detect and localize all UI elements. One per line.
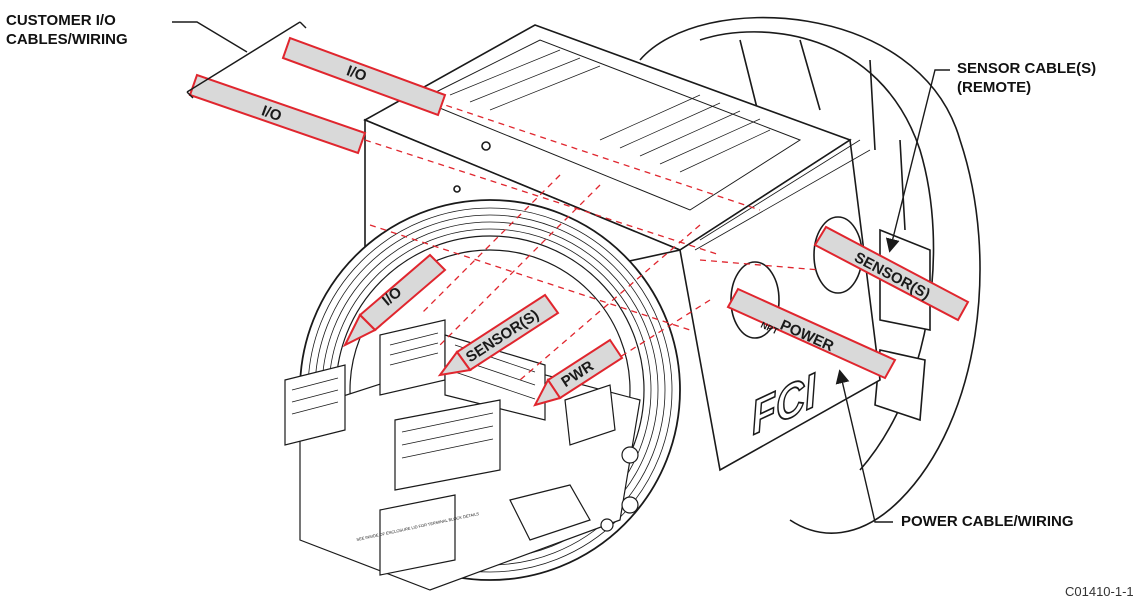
callout-sensor-cable: SENSOR CABLE(S) (REMOTE) xyxy=(957,59,1096,97)
figure-id: C01410-1-1 xyxy=(1065,584,1134,599)
callout-customer-io-line1: CUSTOMER I/O xyxy=(6,12,116,29)
callout-leaders xyxy=(172,21,950,523)
callout-power-cable: POWER CABLE/WIRING xyxy=(901,512,1074,531)
callout-sensor-cable-line2: (REMOTE) xyxy=(957,79,1032,96)
terminal-blocks xyxy=(284,319,641,591)
callout-sensor-cable-line1: SENSOR CABLE(S) xyxy=(957,60,1097,77)
callout-customer-io-line2: CABLES/WIRING xyxy=(6,31,128,48)
ribbon-shapes xyxy=(188,36,970,407)
ribbon-io-lower: I/O xyxy=(259,102,284,125)
ribbon-io-upper: I/O xyxy=(344,62,369,85)
callout-customer-io: CUSTOMER I/O CABLES/WIRING xyxy=(6,11,128,49)
callout-power-cable-text: POWER CABLE/WIRING xyxy=(901,513,1074,530)
